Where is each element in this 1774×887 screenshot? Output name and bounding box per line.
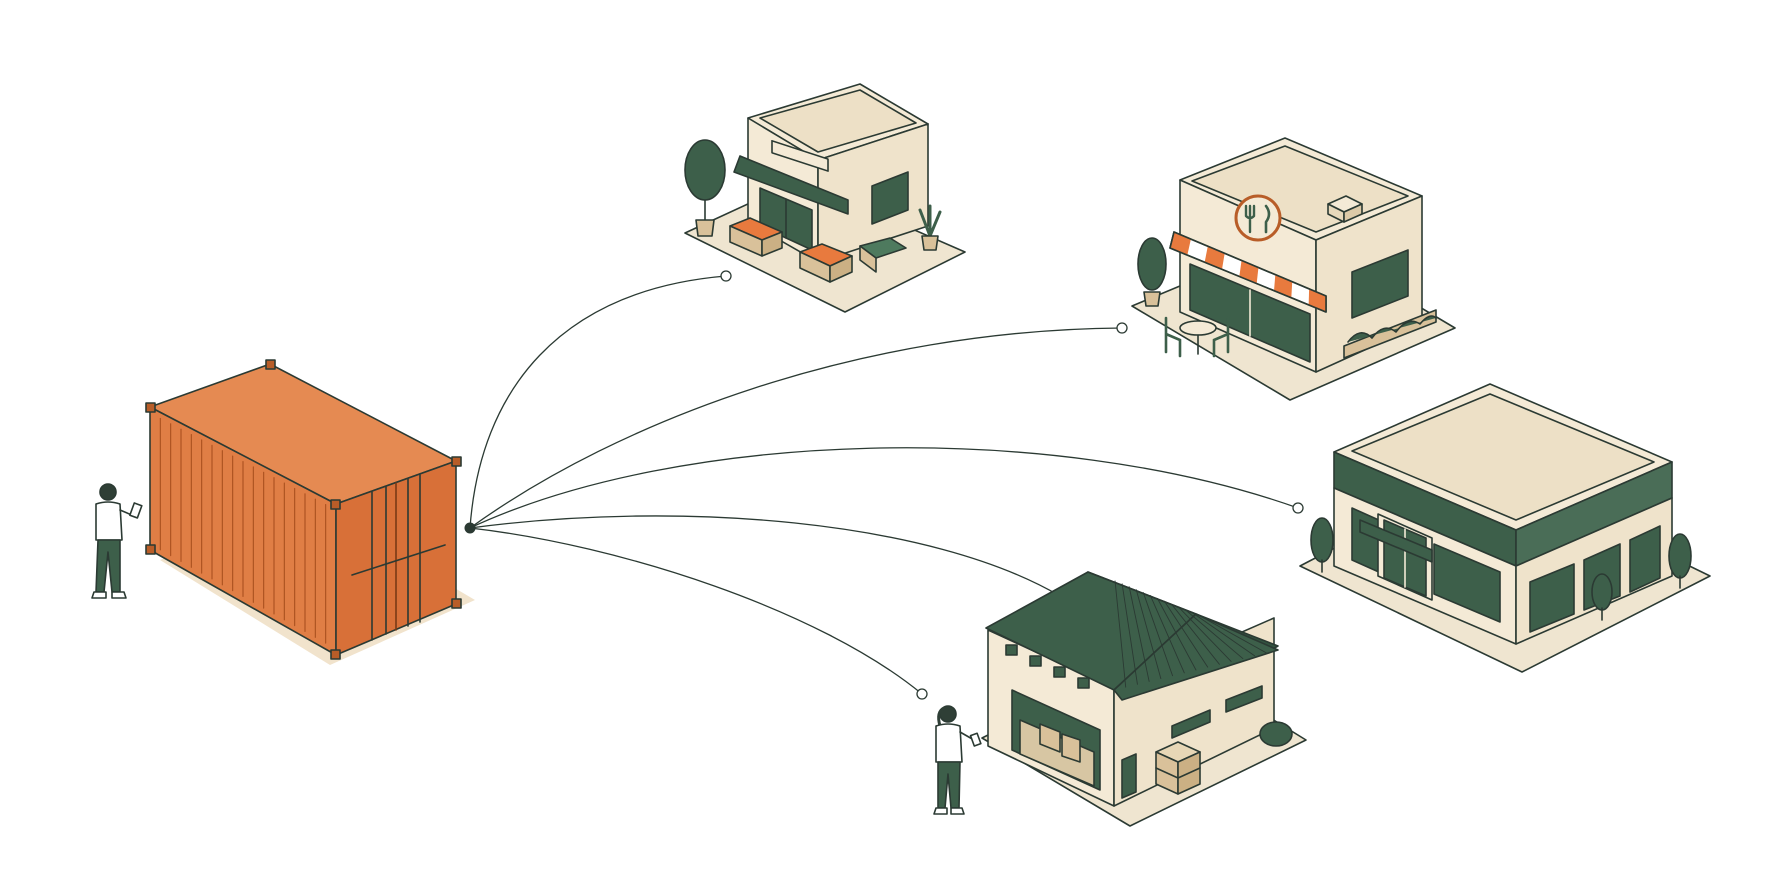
person-scanner-icon bbox=[933, 705, 982, 815]
link-container-to-market bbox=[469, 275, 727, 529]
link-container-to-retail bbox=[469, 447, 1299, 529]
hub-node-dot bbox=[464, 522, 476, 534]
person-tablet-icon bbox=[91, 483, 143, 599]
warehouse-icon bbox=[981, 571, 1307, 827]
roof-rib bbox=[1142, 592, 1174, 677]
link-container-to-restaurant bbox=[469, 327, 1123, 529]
fork-knife-icon bbox=[1234, 194, 1282, 242]
roof-rib bbox=[1171, 603, 1220, 665]
connection-lines bbox=[464, 270, 1304, 700]
link-container-to-warehouse bbox=[469, 527, 923, 695]
roof-rib bbox=[1199, 615, 1267, 654]
grocery-store-icon bbox=[684, 83, 966, 313]
roof-rib bbox=[1192, 612, 1256, 657]
roof-rib bbox=[1121, 583, 1138, 685]
striped-awning bbox=[1169, 231, 1327, 313]
roof-rib bbox=[1185, 609, 1244, 660]
shipping-container-icon bbox=[145, 359, 475, 665]
roof-rib bbox=[1135, 589, 1162, 680]
roof-rib bbox=[1164, 600, 1209, 668]
roof-rib bbox=[1128, 586, 1150, 682]
link-endpoint-retail bbox=[1292, 502, 1304, 514]
link-container-to-warehouse-roof bbox=[469, 515, 1061, 597]
link-endpoint-restaurant bbox=[1116, 322, 1128, 334]
restaurant-building bbox=[1131, 137, 1456, 401]
roof-rib bbox=[1156, 597, 1197, 671]
link-endpoint-market bbox=[720, 270, 732, 282]
roof-rib bbox=[1178, 606, 1232, 662]
link-endpoint-warehouse bbox=[916, 688, 928, 700]
retail-building-icon bbox=[1299, 383, 1711, 673]
roof-rib bbox=[1149, 594, 1185, 674]
roof-rib bbox=[1114, 580, 1127, 688]
